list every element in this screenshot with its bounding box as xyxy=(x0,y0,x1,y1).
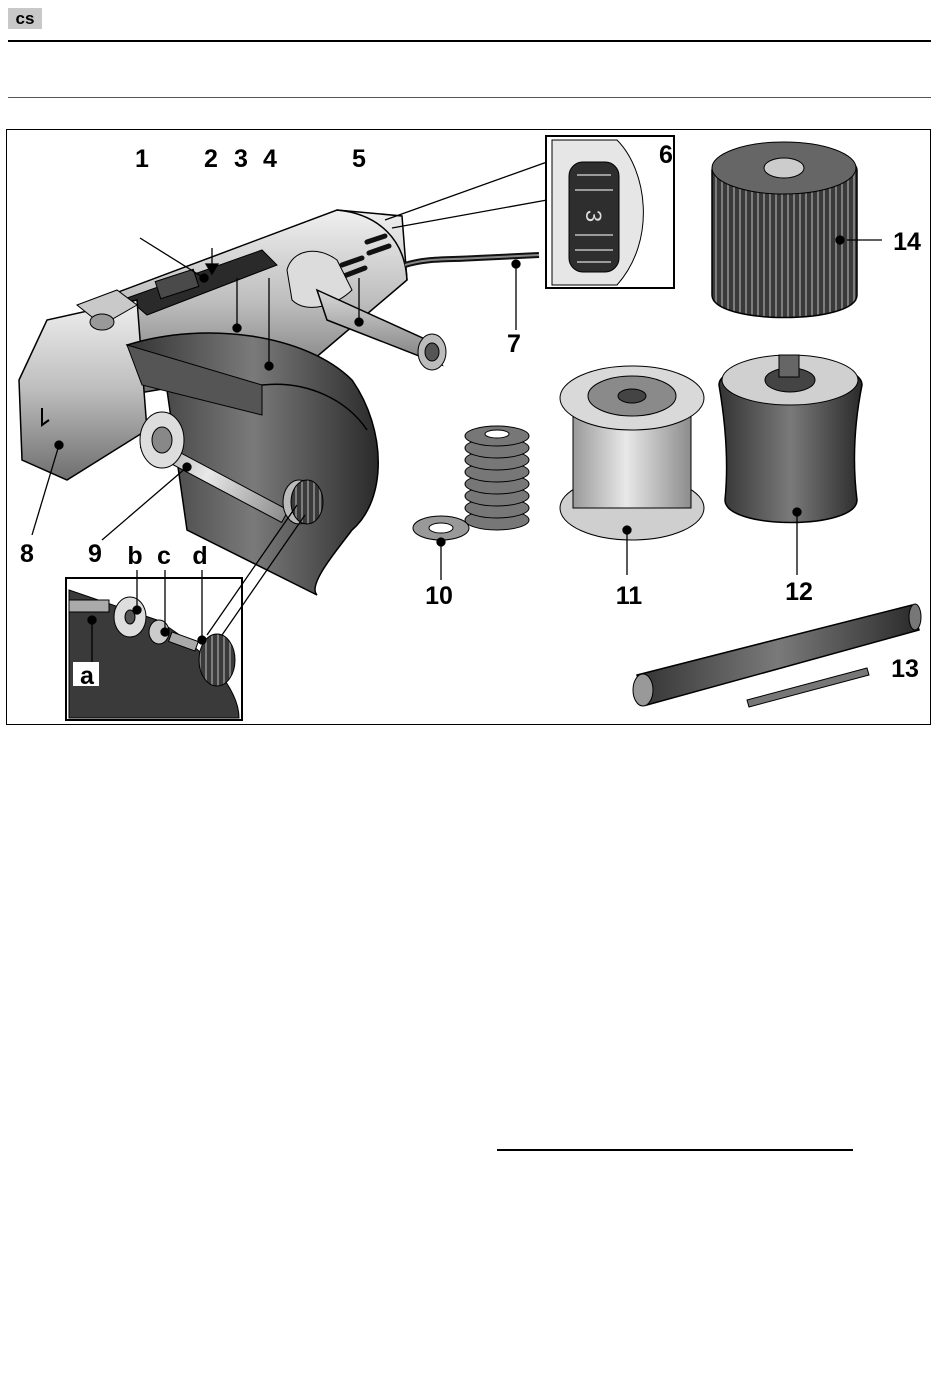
speed-dial-inset: 3 xyxy=(546,136,674,288)
callout-5: 5 xyxy=(352,145,366,173)
callout-14: 14 xyxy=(893,228,921,256)
detail-callout-d: d xyxy=(192,542,207,570)
callout-6: 6 xyxy=(659,141,673,169)
product-illustration-frame: 3 xyxy=(6,129,931,725)
detail-callout-c: c xyxy=(157,542,171,570)
tool-set-13 xyxy=(633,604,921,707)
speed-dial-number: 3 xyxy=(581,210,606,222)
callout-9: 9 xyxy=(88,540,102,568)
callout-4: 4 xyxy=(263,145,277,173)
callout-2: 2 xyxy=(204,145,218,173)
product-illustration: 3 xyxy=(7,130,930,724)
section-rule xyxy=(8,97,931,98)
detail-callout-a: a xyxy=(80,662,95,690)
callout-8: 8 xyxy=(20,540,34,568)
footer-rule xyxy=(497,1149,853,1151)
callout-3: 3 xyxy=(234,145,248,173)
detail-callout-b: b xyxy=(127,542,142,570)
callout-1: 1 xyxy=(135,145,149,173)
callout-11: 11 xyxy=(616,582,643,610)
header-rule xyxy=(8,40,931,42)
drum-brush-14 xyxy=(712,142,857,318)
expansion-roller-11 xyxy=(560,366,704,540)
callout-13: 13 xyxy=(891,655,919,683)
spring-and-washer-10 xyxy=(413,426,529,540)
language-code-badge: cs xyxy=(8,8,42,29)
callout-10: 10 xyxy=(425,582,453,610)
callout-7: 7 xyxy=(507,330,521,358)
callout-12: 12 xyxy=(785,578,813,606)
drum-holder-12 xyxy=(719,355,862,523)
